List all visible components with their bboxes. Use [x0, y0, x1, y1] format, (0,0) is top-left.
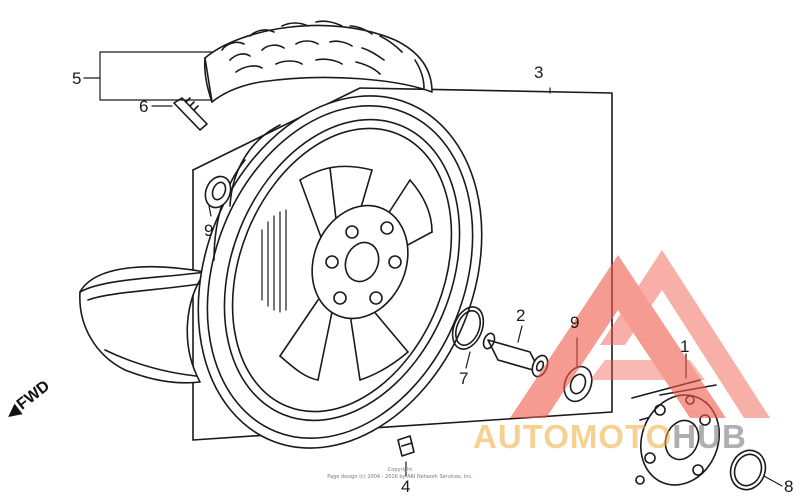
watermark-text: AUTOMOTOHUB [473, 418, 747, 456]
tire-icon [203, 20, 433, 103]
callout-6: 6 [139, 97, 149, 116]
watermark-text-a: AUTOMOTO [473, 418, 673, 455]
callout-9-left: 9 [204, 221, 214, 240]
valve-stem-icon [173, 97, 208, 131]
callout-7: 7 [459, 369, 469, 388]
callout-9-right: 9 [570, 313, 580, 332]
callout-3: 3 [534, 63, 544, 82]
callout-1: 1 [680, 337, 690, 356]
callout-4: 4 [401, 477, 411, 496]
callout-2: 2 [516, 306, 526, 325]
watermark-logo [510, 250, 770, 418]
copyright-footer: Copyright Page design (c) 2004 - 2016 by… [0, 467, 800, 481]
copyright-line-2: Page design (c) 2004 - 2016 by ARI Netwo… [327, 474, 473, 480]
callout-5: 5 [72, 69, 82, 88]
wheel-icon [197, 95, 483, 449]
watermark-text-b: HUB [672, 418, 747, 455]
balance-clip-icon [397, 435, 415, 457]
rim-band-icon [79, 265, 206, 384]
copyright-line-1: Copyright [387, 467, 413, 473]
brake-drum-icon [261, 209, 287, 313]
spacer-collar-icon [482, 332, 549, 378]
snap-ring-icon [451, 306, 485, 350]
bearing-left-icon [204, 175, 232, 209]
callout-8: 8 [784, 477, 794, 496]
